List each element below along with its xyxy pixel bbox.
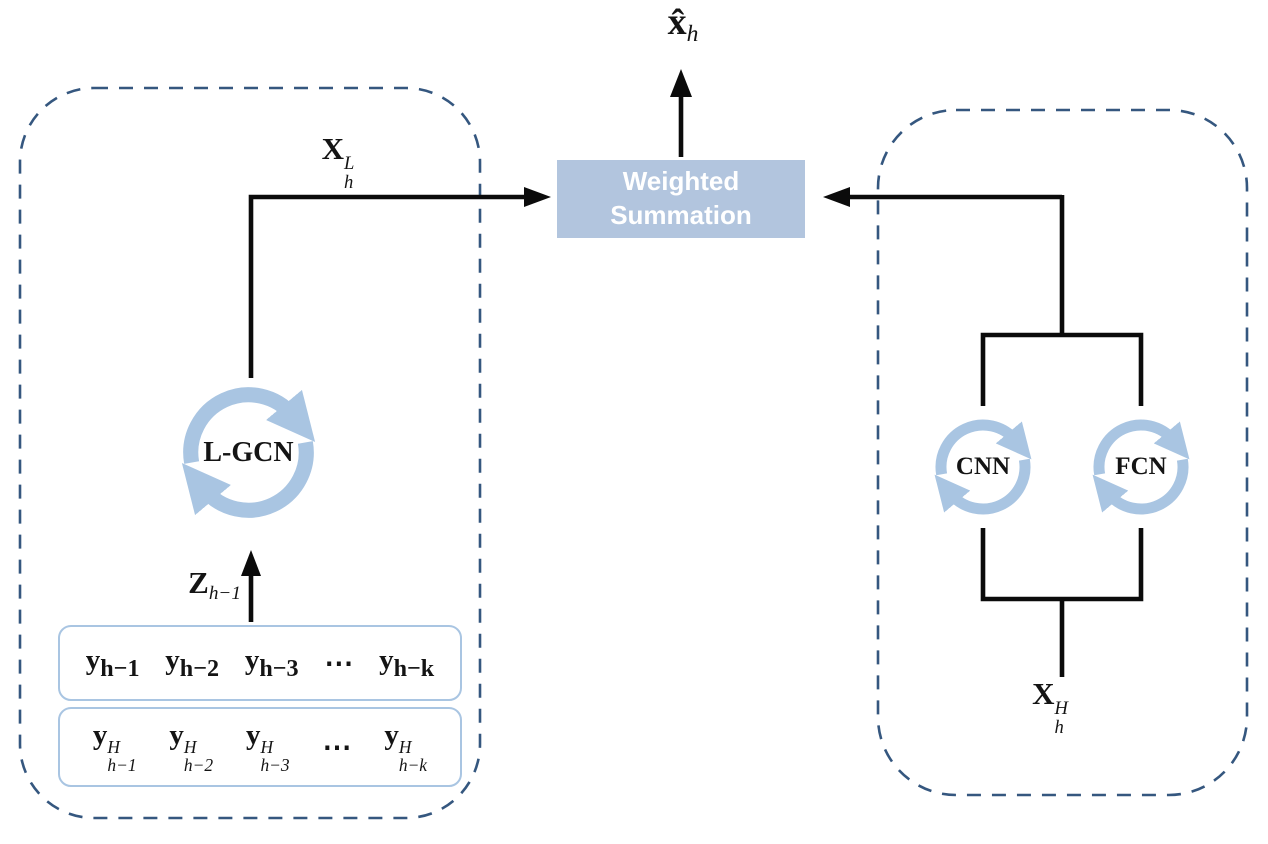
recurrent-cycle-icon: [934, 419, 1032, 515]
y-base: y: [165, 643, 180, 676]
cnn-module: CNN: [923, 407, 1043, 527]
input-vector-box-row1: yh−1 yh−2 yh−3 ⋯ yh−k: [58, 625, 462, 701]
y-sup: H: [398, 737, 412, 758]
y-sub: h−3: [260, 755, 290, 776]
xh-sup: H: [1054, 697, 1068, 719]
y-sup: H: [107, 737, 120, 758]
arrowhead-into-lgcn: [241, 550, 261, 576]
fcn-module: FCN: [1081, 407, 1201, 527]
y-base: y: [384, 719, 399, 752]
y-sub: h−2: [183, 755, 214, 776]
left-panel-outline: [18, 86, 482, 820]
y-base: y: [92, 719, 108, 752]
y-sub: h−1: [107, 755, 137, 776]
y-sub: h−2: [179, 654, 220, 682]
xh-sub: h: [1054, 716, 1064, 738]
weighted-summation-box: Weighted Summation: [557, 160, 805, 238]
y-cell: yh−3: [245, 644, 299, 683]
lgcn-module-label: L-GCN: [203, 436, 294, 468]
xh-base: X: [1032, 676, 1055, 711]
y-sub: h−1: [100, 654, 140, 682]
xl-base: X: [321, 131, 345, 166]
right-branch-bottom-bracket: [980, 528, 1144, 602]
cnn-module-label: CNN: [955, 453, 1011, 480]
lgcn-output-connector: [248, 194, 524, 378]
y-cell: yh−1: [86, 644, 140, 683]
output-label-sub: h: [686, 21, 699, 48]
output-label: x̂h: [633, 0, 733, 48]
hidden-state-edge-label: Zh−1: [153, 565, 241, 605]
y-cell: yh−k: [379, 644, 434, 683]
output-label-base: x̂: [667, 1, 687, 43]
y-base: y: [85, 643, 101, 676]
fcn-module-label: FCN: [1115, 453, 1167, 480]
recurrent-cycle-icon: [181, 387, 316, 518]
xl-sup: L: [344, 152, 355, 174]
lgcn-module: L-GCN: [166, 370, 331, 535]
ellipsis: ⋯: [322, 731, 352, 764]
ellipsis: ⋯: [324, 647, 354, 680]
y-sub: h−k: [393, 654, 435, 682]
y-sub: h−k: [398, 755, 428, 776]
y-base: y: [379, 643, 394, 676]
right-branch-top-bracket: [980, 332, 1144, 406]
y-base: y: [169, 719, 184, 752]
xl-sub: h: [344, 171, 354, 193]
y-sub: h−3: [259, 654, 299, 682]
arrowhead-into-summation-left: [524, 187, 551, 207]
right-panel-outline: [876, 108, 1249, 797]
y-sup: H: [260, 737, 274, 758]
weighted-summation-line1: Weighted: [622, 166, 740, 197]
y-base: y: [244, 643, 260, 676]
recurrent-cycle-icon: [1092, 419, 1190, 515]
z-base: Z: [188, 565, 209, 600]
y-sup: H: [183, 737, 197, 758]
arrowhead-output-up: [670, 69, 692, 97]
y-cell: yh−2: [165, 644, 219, 683]
y-base: y: [245, 719, 261, 752]
z-sub: h−1: [208, 582, 241, 604]
arrowhead-into-summation-right: [823, 187, 850, 207]
weighted-summation-line2: Summation: [610, 200, 752, 230]
